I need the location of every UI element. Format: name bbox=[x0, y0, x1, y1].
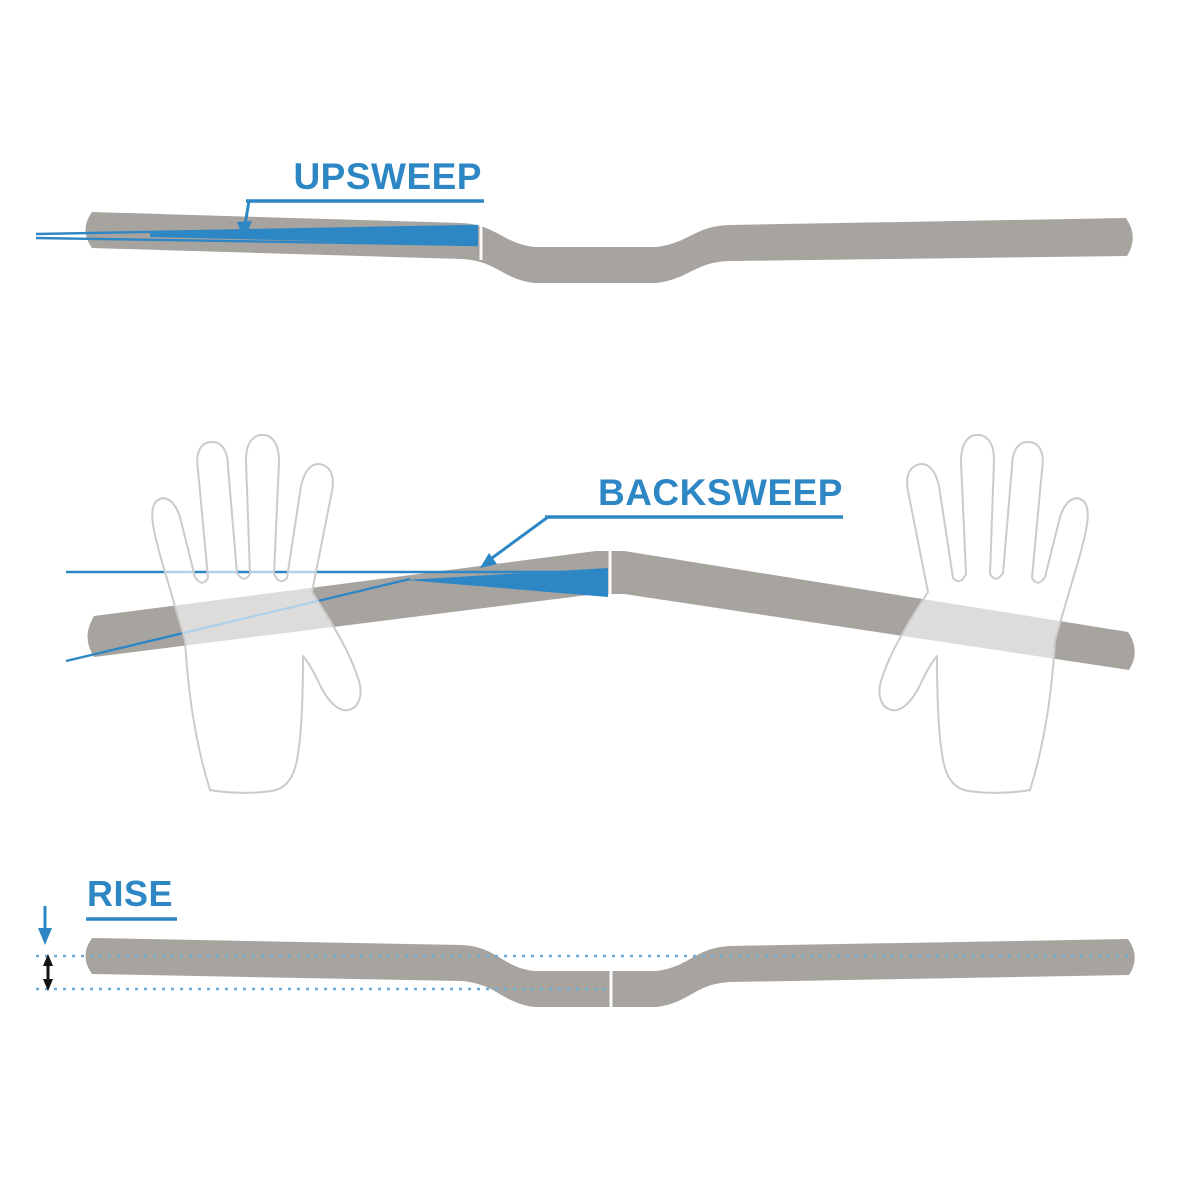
rise-label: RISE bbox=[87, 873, 173, 914]
upsweep-arrow-icon bbox=[237, 221, 252, 240]
backsweep-section: BACKSWEEP bbox=[65, 433, 1135, 794]
backsweep-leader-line bbox=[491, 515, 549, 560]
upsweep-section: UPSWEEP bbox=[35, 156, 1133, 283]
right-hand-outline bbox=[878, 433, 1089, 794]
upsweep-leader-line bbox=[243, 200, 251, 226]
upsweep-angle-wedge bbox=[150, 226, 478, 245]
backsweep-label: BACKSWEEP bbox=[598, 472, 843, 513]
rise-section: RISE bbox=[36, 873, 1135, 1009]
upsweep-label: UPSWEEP bbox=[293, 156, 482, 197]
left-hand-outline bbox=[151, 433, 362, 794]
upsweep-reference-line-horizontal bbox=[35, 224, 479, 236]
backsweep-arrow-icon bbox=[480, 553, 497, 568]
backsweep-angle-wedge bbox=[406, 568, 608, 597]
rise-measure-arrow-up-icon bbox=[43, 954, 53, 966]
rise-measure-arrow-down-icon bbox=[43, 979, 53, 991]
rise-arrow-icon bbox=[38, 928, 52, 945]
upsweep-reference-line-sloped bbox=[35, 236, 479, 247]
